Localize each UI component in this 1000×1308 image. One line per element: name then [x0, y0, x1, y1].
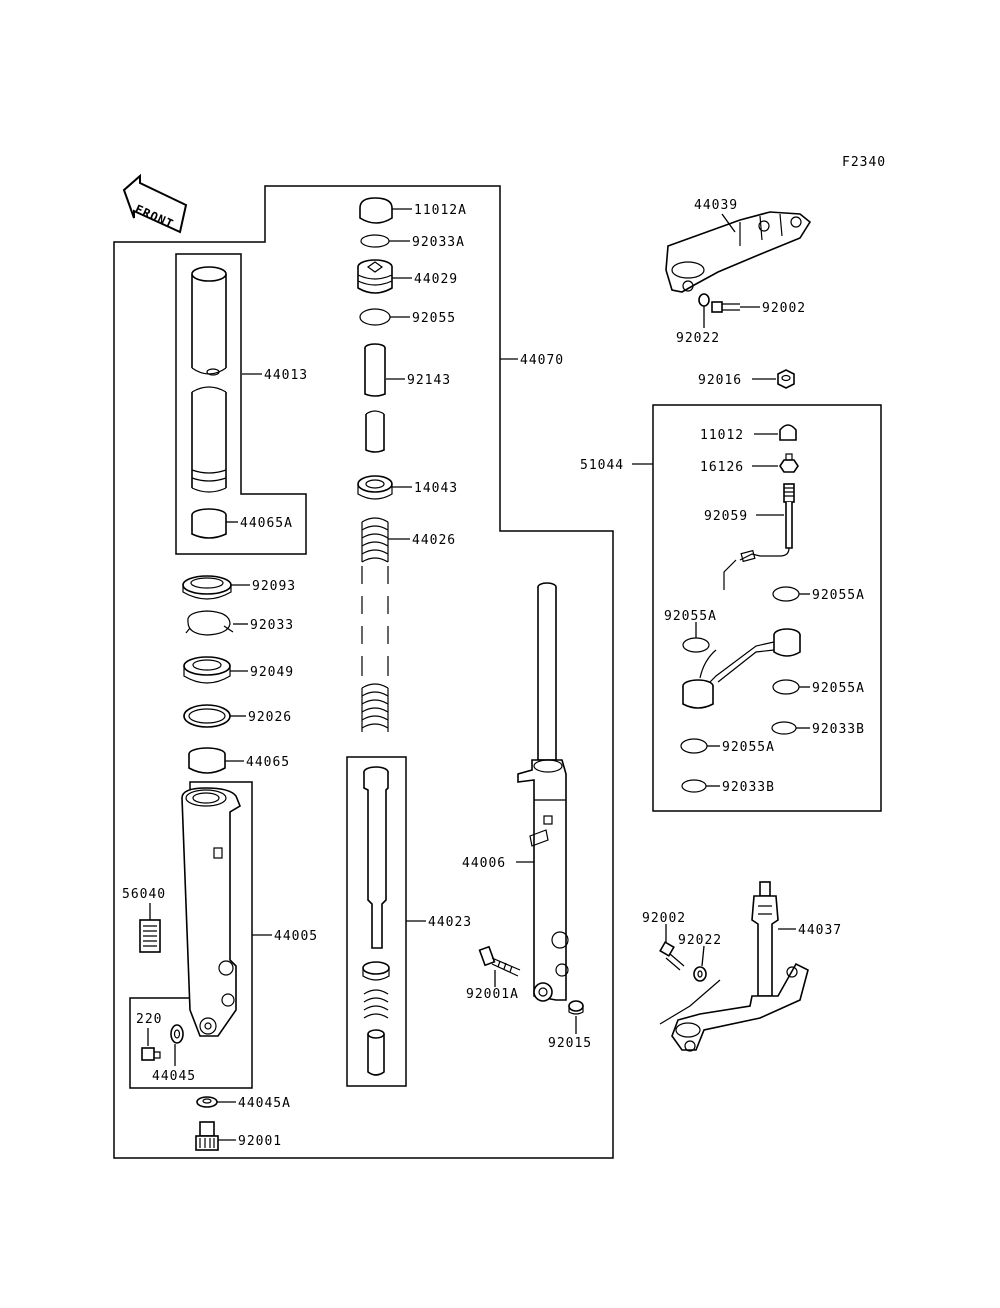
- label-16126: 16126: [700, 460, 744, 475]
- part-44065A: [191, 508, 227, 539]
- part-92015-nut: [568, 1000, 584, 1015]
- label-92016: 92016: [698, 373, 742, 388]
- part-92033B-2: [681, 779, 707, 793]
- part-11012-cap: [779, 424, 797, 441]
- part-92033B-1: [771, 721, 797, 735]
- label-92055: 92055: [412, 311, 456, 326]
- front-arrow-icon: FRONT: [122, 173, 188, 234]
- part-92093: [182, 575, 232, 600]
- part-44045-washer: [170, 1024, 184, 1044]
- part-92143: [364, 343, 386, 453]
- label-92055A-2: 92055A: [664, 609, 717, 624]
- label-44070: 44070: [520, 353, 564, 368]
- label-92001: 92001: [238, 1134, 282, 1149]
- label-44065A: 44065A: [240, 516, 293, 531]
- label-44037: 44037: [798, 923, 842, 938]
- label-92055A-1: 92055A: [812, 588, 865, 603]
- part-92059-adjuster: [723, 483, 795, 590]
- part-92026: [183, 704, 231, 728]
- label-44013: 44013: [264, 368, 308, 383]
- label-92033: 92033: [250, 618, 294, 633]
- label-44045: 44045: [152, 1069, 196, 1084]
- label-44029: 44029: [414, 272, 458, 287]
- label-92001A: 92001A: [466, 987, 519, 1002]
- label-56040: 56040: [122, 887, 166, 902]
- part-220-bolt: [141, 1047, 161, 1061]
- part-44029: [357, 259, 393, 294]
- label-92022-top: 92022: [676, 331, 720, 346]
- label-44039: 44039: [694, 198, 738, 213]
- label-92059: 92059: [704, 509, 748, 524]
- part-44005-outer-tube: [181, 787, 241, 1037]
- label-92055A-3: 92055A: [812, 681, 865, 696]
- label-92055A-4: 92055A: [722, 740, 775, 755]
- label-51044: 51044: [580, 458, 624, 473]
- label-92002-top: 92002: [762, 301, 806, 316]
- label-44023: 44023: [428, 915, 472, 930]
- figure-code: F2340: [842, 155, 886, 170]
- part-16126: [779, 453, 799, 473]
- label-44045A: 44045A: [238, 1096, 291, 1111]
- part-92022-washer-top: [698, 293, 710, 307]
- part-92016-nut: [777, 369, 795, 389]
- part-44006-fork-leg: [517, 582, 569, 1002]
- part-14043: [357, 475, 393, 500]
- label-92033B-2: 92033B: [722, 780, 775, 795]
- part-44039-upper-bracket: [665, 211, 812, 293]
- label-44065: 44065: [246, 755, 290, 770]
- label-92015: 92015: [548, 1036, 592, 1051]
- part-44065: [188, 747, 226, 774]
- part-56040-label: [139, 919, 161, 953]
- part-92001A-bolt: [478, 945, 521, 977]
- label-44006: 44006: [462, 856, 506, 871]
- part-44023-damper-rod: [362, 766, 390, 1076]
- label-44026: 44026: [412, 533, 456, 548]
- label-11012: 11012: [700, 428, 744, 443]
- label-11012A: 11012A: [414, 203, 467, 218]
- part-92033: [185, 610, 234, 636]
- label-92049: 92049: [250, 665, 294, 680]
- part-92002-bolt-top: [711, 301, 740, 313]
- label-92033B-1: 92033B: [812, 722, 865, 737]
- part-44026-spring: [361, 517, 389, 732]
- part-92055A-3: [772, 679, 800, 695]
- part-44013-tube: [191, 266, 227, 493]
- part-92001-bolt: [195, 1121, 219, 1151]
- part-92055A-1: [772, 586, 800, 602]
- part-92033A: [360, 234, 390, 248]
- label-14043: 14043: [414, 481, 458, 496]
- assembly-outline-44070: [113, 185, 614, 1159]
- part-44045A: [196, 1096, 218, 1108]
- box-44013: [175, 253, 307, 555]
- part-51044-adjuster-cups: [682, 628, 801, 709]
- label-92022-bottom: 92022: [678, 933, 722, 948]
- part-92022-washer-bottom: [693, 966, 707, 982]
- label-92143: 92143: [407, 373, 451, 388]
- label-92026: 92026: [248, 710, 292, 725]
- label-44005: 44005: [274, 929, 318, 944]
- part-92055A-4: [680, 738, 708, 754]
- part-92055: [359, 308, 391, 326]
- label-220: 220: [136, 1012, 162, 1027]
- part-11012A-cap: [359, 197, 393, 224]
- label-92002-bottom: 92002: [642, 911, 686, 926]
- part-92049: [183, 656, 231, 684]
- box-51044: [652, 404, 882, 812]
- label-92033A: 92033A: [412, 235, 465, 250]
- part-44037-steering-stem: [659, 881, 809, 1052]
- part-92002-bolt-bottom: [659, 941, 685, 971]
- part-92055A-2: [682, 637, 710, 653]
- label-92093: 92093: [252, 579, 296, 594]
